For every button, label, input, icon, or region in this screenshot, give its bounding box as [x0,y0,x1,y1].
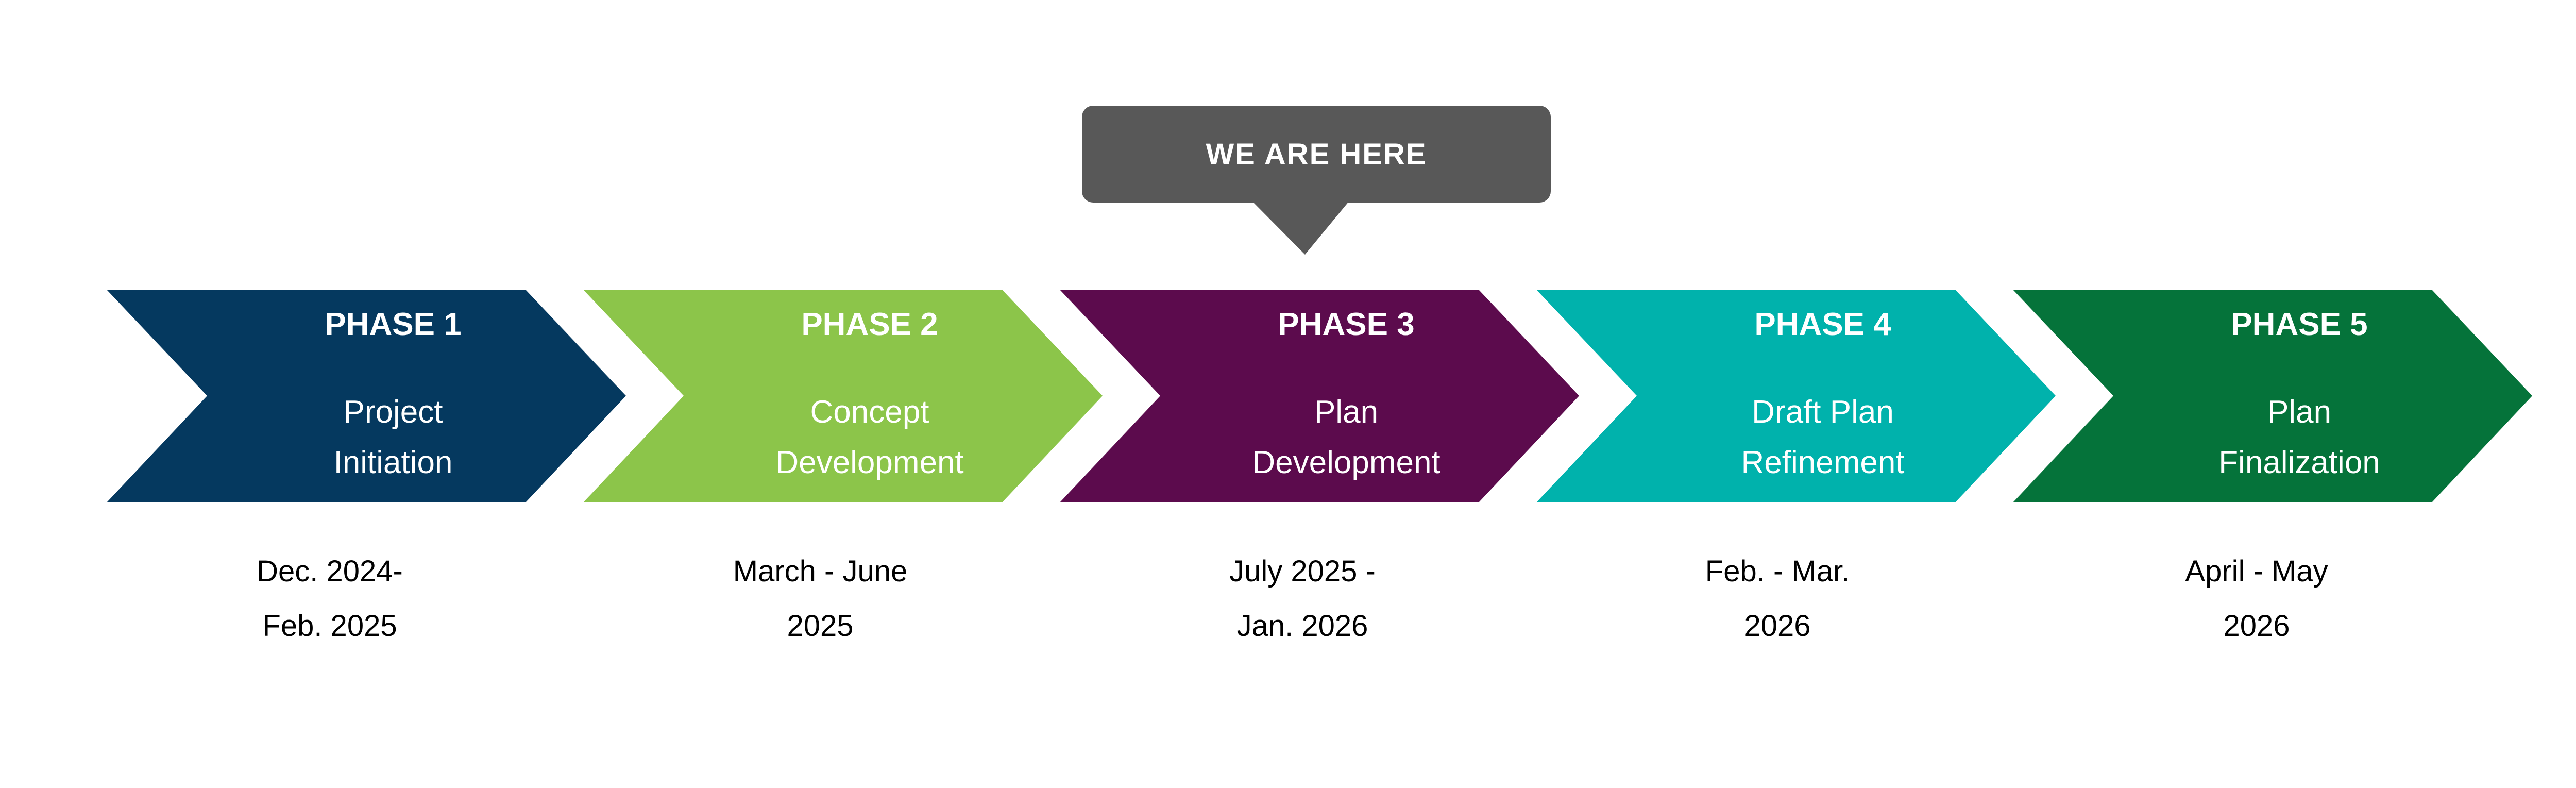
phase-date-line1-3: July 2025 - [1229,555,1376,588]
phase-subtitle-line2-2: Development [775,445,963,480]
phase-item-5[interactable]: PHASE 5 Plan Finalization April - May 20… [2013,290,2532,643]
phase-title-3: PHASE 3 [1278,307,1414,342]
phase-subtitle-line1-1: Project [344,394,443,430]
phase-title-2: PHASE 2 [801,307,938,342]
phase-subtitle-line1-2: Concept [810,394,929,430]
phase-date-line2-1: Feb. 2025 [262,609,397,643]
phase-chevron-shape-5[interactable] [2013,290,2532,502]
phase-subtitle-line1-3: Plan [1314,394,1378,430]
phase-date-line1-1: Dec. 2024- [257,555,403,588]
phase-subtitle-line2-4: Refinement [1741,445,1904,480]
phase-chevron-shape-1[interactable] [107,290,626,502]
phase-date-line1-5: April - May [2185,555,2328,588]
phase-subtitle-line2-5: Finalization [2218,445,2380,480]
phase-date-line1-4: Feb. - Mar. [1705,555,1850,588]
phase-title-1: PHASE 1 [325,307,461,342]
phase-date-line2-4: 2026 [1744,609,1810,643]
phase-date-line2-3: Jan. 2026 [1237,609,1368,643]
phase-item-3[interactable]: PHASE 3 Plan Development July 2025 - Jan… [1060,290,1579,643]
phase-title-5: PHASE 5 [2231,307,2367,342]
phase-item-1[interactable]: PHASE 1 Project Initiation Dec. 2024- Fe… [107,290,626,643]
phase-subtitle-line2-1: Initiation [334,445,453,480]
phase-date-line2-2: 2025 [787,609,853,643]
phase-item-2[interactable]: PHASE 2 Concept Development March - June… [583,290,1103,643]
we-are-here-callout[interactable]: WE ARE HERE [1082,106,1551,255]
callout-pointer-icon [1249,198,1351,255]
phase-title-4: PHASE 4 [1754,307,1891,342]
phase-chevron-shape-4[interactable] [1536,290,2056,502]
phase-chevron-shape-2[interactable] [583,290,1103,502]
callout-label: WE ARE HERE [1206,138,1427,171]
phase-chevron-shape-3[interactable] [1060,290,1579,502]
phase-date-line2-5: 2026 [2223,609,2290,643]
phase-item-4[interactable]: PHASE 4 Draft Plan Refinement Feb. - Mar… [1536,290,2056,643]
phase-date-line1-2: March - June [733,555,907,588]
phase-subtitle-line1-4: Draft Plan [1752,394,1894,430]
phase-subtitle-line1-5: Plan [2267,394,2331,430]
phase-subtitle-line2-3: Development [1252,445,1440,480]
callout-bubble-body[interactable] [1082,106,1551,203]
